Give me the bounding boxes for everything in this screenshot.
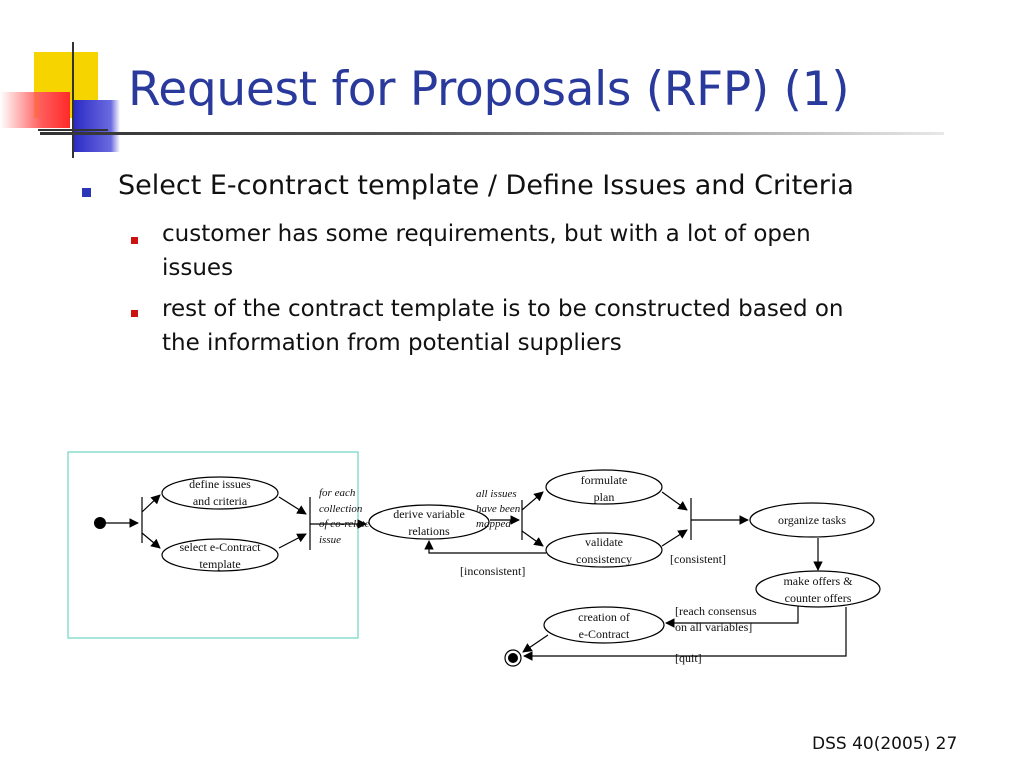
node-make-offers [755,570,881,608]
edge-validate-join2 [661,529,688,547]
node-creation-econtract-label2: e-Contract [579,627,630,641]
node-creation-econtract [543,606,665,644]
bullet-marker-level2 [131,310,138,317]
sub-bullet-1-line2: issues [162,255,234,281]
node-formulate-plan [545,469,663,505]
sub-bullet-2-line2: the information from potential suppliers [162,330,622,356]
note-all-issues-3: mapped [476,518,511,530]
note-all-issues-2: have been [476,503,521,515]
node-validate-consistency-label2: consistency [576,552,632,566]
edge-inconsistent-loop [424,540,546,554]
guard-inconsistent: [inconsistent] [460,564,525,578]
node-organize-tasks [749,502,875,538]
bullet-marker-level2 [131,237,138,244]
guard-quit: [quit] [675,651,702,665]
note-for-each-2: collection [319,503,363,515]
node-make-offers-label1: make offers & [783,574,853,588]
node-derive-relations-label1: derive variable [393,507,465,521]
guard-consensus-1: [reach consensus [675,604,757,618]
guard-consensus-2: on all variables] [675,620,752,634]
edge-fork2-validate [521,530,544,547]
node-define-issues [161,476,279,510]
edge-define-join [278,496,307,515]
node-formulate-plan-label1: formulate [581,473,628,487]
node-make-offers-label2: counter offers [785,591,852,605]
edge-fork2-formulate [521,491,544,511]
bullet-marker-level1 [82,188,91,197]
sub-bullet-1-line1: customer has some requirements, but with… [162,221,811,247]
deco-blue-square [74,100,120,152]
note-for-each-1: for each [319,487,356,499]
edge-consensus-creation [665,606,799,628]
note-for-each-4: issue [319,534,341,546]
node-define-issues-label2: and criteria [193,494,248,508]
node-derive-relations-label2: relations [408,524,450,538]
sub-bullet-2: rest of the contract template is to be c… [162,292,922,360]
deco-vertical-line [72,42,74,158]
bullet-level1: Select E-contract template / Define Issu… [118,170,854,201]
highlight-box [67,451,359,639]
node-creation-econtract-label1: creation of [578,610,630,624]
title-underline [40,132,944,135]
deco-horizontal-line [38,129,108,131]
sub-bullet-2-line1: rest of the contract template is to be c… [162,296,844,322]
edge-fork-define [141,494,161,513]
node-derive-relations [368,504,490,540]
node-select-template-label1: select e-Contract [180,540,262,554]
node-formulate-plan-label2: plan [594,490,615,504]
node-select-template-label2: template [199,557,240,571]
note-for-each-3: of co-related [319,518,376,530]
slide-footer: DSS 40(2005) 27 [812,734,958,754]
note-all-issues-1: all issues [476,488,517,500]
node-validate-consistency [545,532,663,568]
start-node [94,517,106,529]
edge-formulate-join2 [661,491,688,511]
end-node-inner [508,653,518,663]
deco-red-bar [0,92,70,128]
slide-title: Request for Proposals (RFP) (1) [128,62,850,117]
edge-quit-end [523,607,847,661]
edge-select-join [278,533,307,549]
sub-bullet-1: customer has some requirements, but with… [162,217,922,285]
guard-consistent: [consistent] [670,552,726,566]
edge-fork-select [141,532,161,549]
node-select-template [161,538,279,572]
edge-creation-end [522,634,549,653]
node-validate-consistency-label1: validate [585,535,623,549]
node-organize-tasks-label: organize tasks [778,513,846,527]
node-define-issues-label1: define issues [189,477,251,491]
